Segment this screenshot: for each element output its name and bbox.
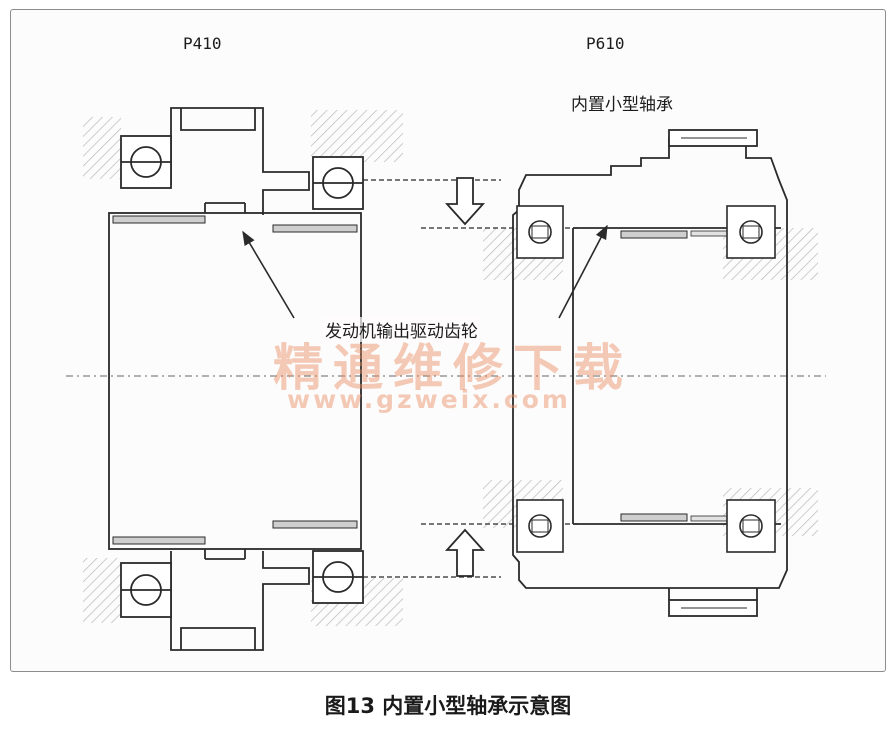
figure-frame: P410 P610 内置小型轴承 发动机输出驱动齿轮 精通维修下载 www.gz… [10, 9, 886, 672]
leader-arrow-left [242, 230, 295, 319]
bearing-label: 内置小型轴承 [571, 95, 673, 115]
watermark-chinese: 精通维修下载 [273, 339, 633, 397]
leader-arrows [242, 224, 608, 319]
leader-arrow-right [558, 224, 608, 319]
left-assembly [108, 107, 362, 651]
right-bearing-bottom-left [516, 499, 564, 553]
bearing-diagram [66, 107, 826, 651]
arrow-down-hollow [444, 177, 486, 226]
figure-caption: 图13 内置小型轴承示意图 [324, 694, 572, 718]
alignment-lines [363, 179, 581, 578]
watermark-url: www.gzweix.com [287, 385, 571, 414]
right-bearing-top-right [726, 205, 776, 259]
right-bearing-top-left [516, 205, 564, 259]
left-model-label: P410 [183, 34, 222, 53]
left-bearing-bottom-outer [120, 562, 172, 618]
left-bearing-top-inner [312, 156, 364, 210]
gear-label: 发动机输出驱动齿轮 [323, 317, 480, 342]
right-bearing-bottom-right [726, 499, 776, 553]
right-model-label: P610 [586, 34, 625, 53]
left-bearing-bottom-inner [312, 550, 364, 604]
arrow-up-hollow [444, 528, 486, 577]
left-bearing-top-outer [120, 135, 172, 189]
